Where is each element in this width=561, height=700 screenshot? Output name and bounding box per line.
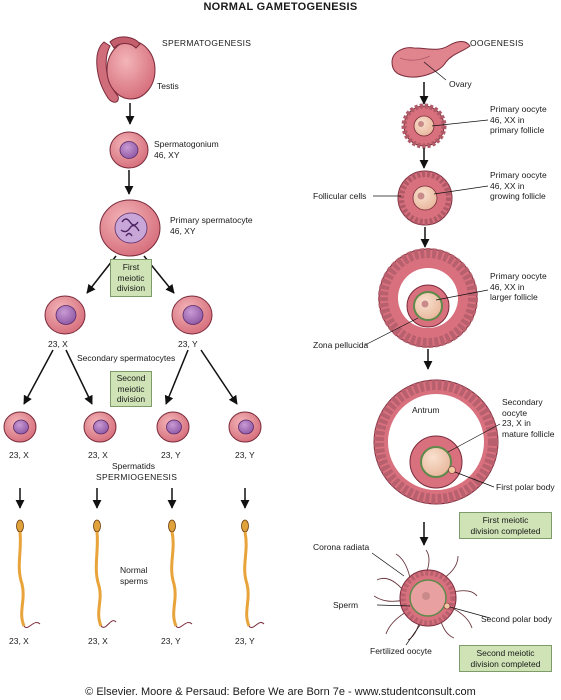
mature-follicle <box>373 379 499 505</box>
sperm-cell <box>16 519 41 628</box>
antrum-label: Antrum <box>412 405 440 415</box>
secondary-karyotype-y: 23, Y <box>178 339 198 349</box>
spermatogonium-cell <box>109 131 149 169</box>
spermatid-karyotype: 23, X <box>88 450 108 460</box>
secondary-spermatocyte-x <box>44 295 86 335</box>
larger-follicle <box>378 248 478 348</box>
page-title: NORMAL GAMETOGENESIS <box>203 1 358 13</box>
primary-spermatocyte-label: Primary spermatocyte 46, XY <box>170 215 253 236</box>
sperm-karyotype: 23, Y <box>161 636 181 646</box>
secondary-spermatocytes-label: Secondary spermatocytes <box>77 353 176 363</box>
sperm-cell <box>93 519 117 628</box>
normal-sperms-label: Normal sperms <box>120 565 148 586</box>
spermatid-cell <box>228 411 262 443</box>
oogenesis-header: OOGENESIS <box>470 38 524 48</box>
primary-follicle <box>401 103 447 149</box>
secondary-karyotype-x: 23, X <box>48 339 68 349</box>
sperm-karyotype: 23, Y <box>235 636 255 646</box>
ovary-label: Ovary <box>449 79 472 89</box>
sperm-label: Sperm <box>333 600 359 610</box>
testis-illustration <box>96 36 156 103</box>
sperm-cell <box>168 519 193 628</box>
ovary-illustration <box>391 41 471 81</box>
spermatogonium-label: Spermatogonium 46, XY <box>154 139 219 160</box>
spermiogenesis-label: SPERMIOGENESIS <box>96 472 178 482</box>
first-polar-body-label: First polar body <box>496 482 555 492</box>
spermatid-karyotype: 23, Y <box>235 450 255 460</box>
second-polar-body-label: Second polar body <box>481 614 552 624</box>
zona-pellucida-label: Zona pellucida <box>313 340 369 350</box>
spermatid-karyotype: 23, Y <box>161 450 181 460</box>
testis-label: Testis <box>157 81 179 91</box>
fertilized-oocyte <box>373 549 478 641</box>
primary-spermatocyte-cell <box>99 199 161 257</box>
spermatid-cell <box>156 411 190 443</box>
secondary-spermatocyte-y <box>171 295 213 335</box>
copyright-footer: © Elsevier. Moore & Persaud: Before We a… <box>85 686 476 698</box>
spermatogenesis-header: SPERMATOGENESIS <box>162 38 252 48</box>
spermatids-label: Spermatids <box>112 461 155 471</box>
sperm-karyotype: 23, X <box>88 636 108 646</box>
spermatid-cell <box>3 411 37 443</box>
spermatid-cell <box>83 411 117 443</box>
sperm-karyotype: 23, X <box>9 636 29 646</box>
growing-follicle <box>397 170 453 226</box>
sperm-cell <box>241 519 265 628</box>
corona-radiata-label: Corona radiata <box>313 542 370 552</box>
spermatid-karyotype: 23, X <box>9 450 29 460</box>
follicular-cells-label: Follicular cells <box>313 191 367 201</box>
fertilized-oocyte-label: Fertilized oocyte <box>370 646 432 656</box>
